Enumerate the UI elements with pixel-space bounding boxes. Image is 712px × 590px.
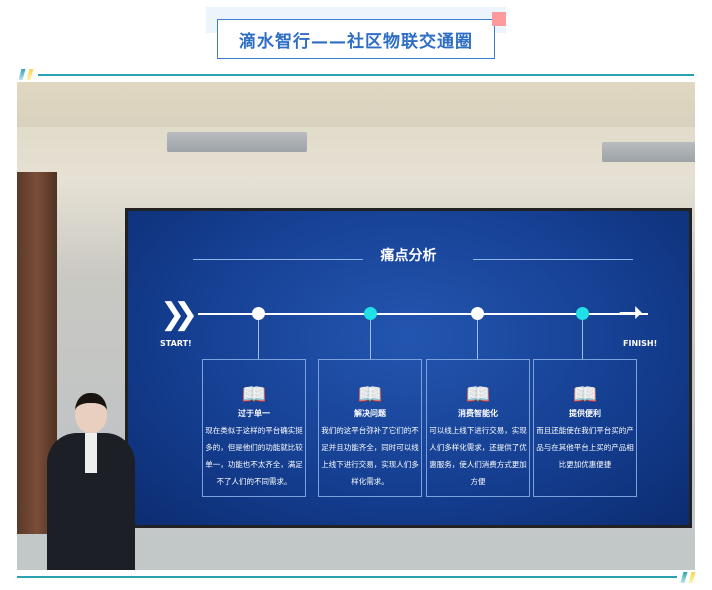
article-title: 滴水智行——社区物联交通圈 (217, 19, 495, 59)
book-icon: 📖 (572, 382, 598, 406)
presenter (27, 387, 137, 570)
slide-title: 痛点分析 (380, 248, 437, 264)
pain-point-card: 📖 消费智能化 可以线上线下进行交易，实现人们多样化需求，还提供了优惠服务，使人… (426, 359, 530, 497)
slash-decoration (680, 572, 688, 583)
finish-arrow-icon: ➝ (618, 295, 644, 330)
pain-point-card: 📖 过于单一 现在类似于这样的平台确实挺多的，但是他们的功能就比较单一，功能也不… (202, 359, 306, 497)
presentation-screen: 痛点分析 ❯❯ ➝ START! FINISH! 📖 过于单一 现在类似于这样的… (125, 208, 692, 528)
timeline-node (576, 307, 589, 320)
slash-decoration (26, 69, 34, 80)
bottom-divider (17, 576, 677, 578)
start-label: START! (160, 339, 192, 348)
timeline (198, 313, 648, 315)
timeline-node (252, 307, 265, 320)
book-icon: 📖 (357, 382, 383, 406)
decorative-square (492, 12, 506, 26)
book-icon: 📖 (465, 382, 491, 406)
pain-point-card: 📖 解决问题 我们的这平台弥补了它们的不足并且功能齐全，同时可以线上线下进行交易… (318, 359, 422, 497)
slash-decoration (18, 69, 26, 80)
pain-point-card: 📖 提供便利 而且还能使在我们平台买的产品与在其他平台上买的产品相比更加优惠便捷 (533, 359, 637, 497)
timeline-node (471, 307, 484, 320)
slash-decoration (688, 572, 696, 583)
event-photo: 痛点分析 ❯❯ ➝ START! FINISH! 📖 过于单一 现在类似于这样的… (17, 82, 695, 570)
timeline-node (364, 307, 377, 320)
book-icon: 📖 (241, 382, 267, 406)
start-arrow-icon: ❯❯ (160, 297, 198, 332)
top-divider (38, 74, 694, 76)
finish-label: FINISH! (623, 339, 658, 348)
